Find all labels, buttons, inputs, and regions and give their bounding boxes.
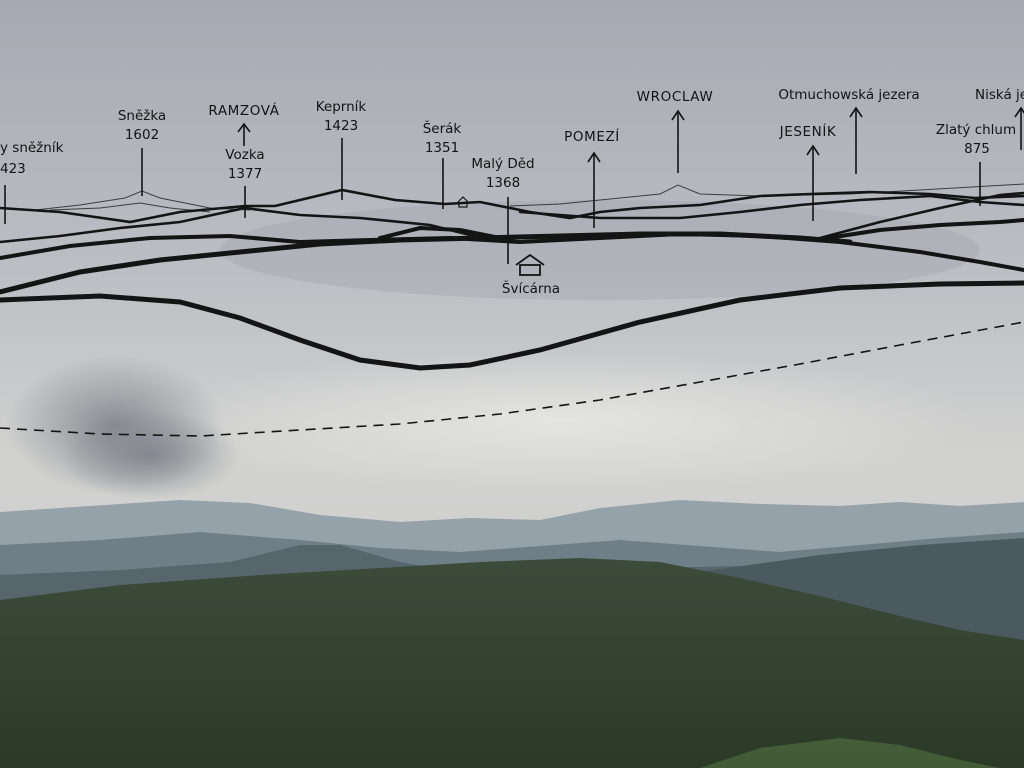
house-icon [515,253,545,276]
dark-cloud [60,410,240,500]
svicarna-label: Švícárna [501,281,561,297]
ramzova-label: RAMZOVÁ [208,103,280,119]
niska-label: Niská je [975,87,1024,103]
snezka-label: Sněžka [117,108,167,124]
vozka-label: Vozka [225,147,265,163]
cloud-band [220,200,980,300]
wroclaw-label: WROCLAW [636,89,714,105]
serak-label: Šerák [422,121,462,137]
arrow-up-icon [237,122,251,146]
serak-elevation: 1351 [424,140,460,156]
dashed-line [0,321,1024,437]
keprnik-elevation: 1423 [323,118,359,134]
pointer-lines [4,138,981,264]
maly-ded-label: Malý Děd [471,156,535,172]
keprnik-label: Keprník [315,99,367,115]
pomezi-label: POMEZÍ [564,129,620,145]
sky-glow [140,350,980,490]
foreground-ridge [0,218,1024,371]
otmuchowska-label: Otmuchowská jezera [778,87,920,103]
vozka-elevation: 1377 [227,166,263,182]
arrow-up-icon [587,151,601,228]
maly-ded-elevation: 1368 [485,175,521,191]
arrow-up-icon [671,109,685,173]
snezka-elevation: 1602 [124,127,160,143]
zlaty-chlum-label: Zlatý chlum [935,122,1017,138]
kralicky-elevation: 423 [0,161,26,177]
zlaty-chlum-elevation: 875 [964,141,990,157]
arrow-up-icon [1014,106,1024,150]
arrow-up-icon [849,106,863,174]
near-hill [0,558,1024,768]
arrow-up-icon [806,144,820,221]
jesenik-label: JESENÍK [779,124,837,140]
meadow [700,738,1000,768]
kralicky-snieznik-label: y sněžník [0,140,64,156]
hut-icon [456,196,470,208]
